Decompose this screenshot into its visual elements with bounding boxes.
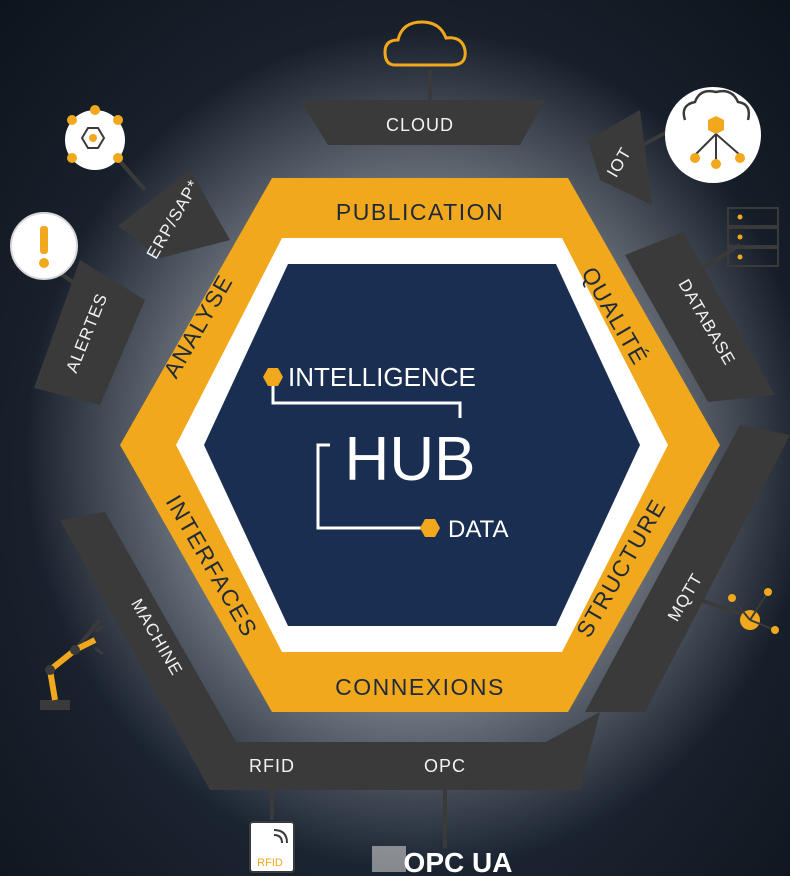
- erp-panel: [118, 170, 230, 258]
- mqtt-connector: [699, 598, 746, 617]
- mqtt-panel: [585, 425, 790, 712]
- core-label-data: DATA: [448, 516, 508, 543]
- alertes-panel: [34, 260, 145, 405]
- ring-label-connexions: CONNEXIONS: [335, 674, 505, 700]
- robot-arm-icon: [40, 624, 104, 710]
- core-label-intelligence: INTELLIGENCE: [288, 362, 476, 392]
- erp-network-icon: [65, 105, 125, 170]
- outer-panels: [34, 100, 790, 790]
- core-label-hub: HUB: [345, 425, 476, 494]
- database-panel: [625, 232, 775, 402]
- mqtt-network-icon: [728, 588, 779, 634]
- database-connector: [698, 243, 742, 272]
- cloud-panel: [300, 100, 545, 145]
- opc-ua-logo: OPC UA: [372, 846, 512, 876]
- hexagon-core: [204, 264, 640, 626]
- opc-label: OPC: [424, 756, 466, 776]
- alert-icon: [10, 212, 78, 280]
- cloud-label: CLOUD: [386, 115, 454, 135]
- alertes-connector: [53, 268, 102, 302]
- opc-ua-logo-text: OPC UA: [404, 847, 513, 876]
- core-circuit-lines: [271, 377, 462, 530]
- database-server-icon: [727, 207, 779, 267]
- cloud-icon: [383, 20, 467, 67]
- intelligence-node-icon: [263, 368, 283, 386]
- rfid-label: RFID: [249, 756, 295, 776]
- data-node-icon: [420, 519, 440, 537]
- iot-cloud-network-icon: [665, 87, 761, 183]
- rfid-tag-text: RFID: [257, 857, 283, 869]
- rfid-tag-icon: RFID: [249, 821, 295, 873]
- bottom-panel: [60, 512, 600, 790]
- ring-label-publication: PUBLICATION: [336, 199, 504, 225]
